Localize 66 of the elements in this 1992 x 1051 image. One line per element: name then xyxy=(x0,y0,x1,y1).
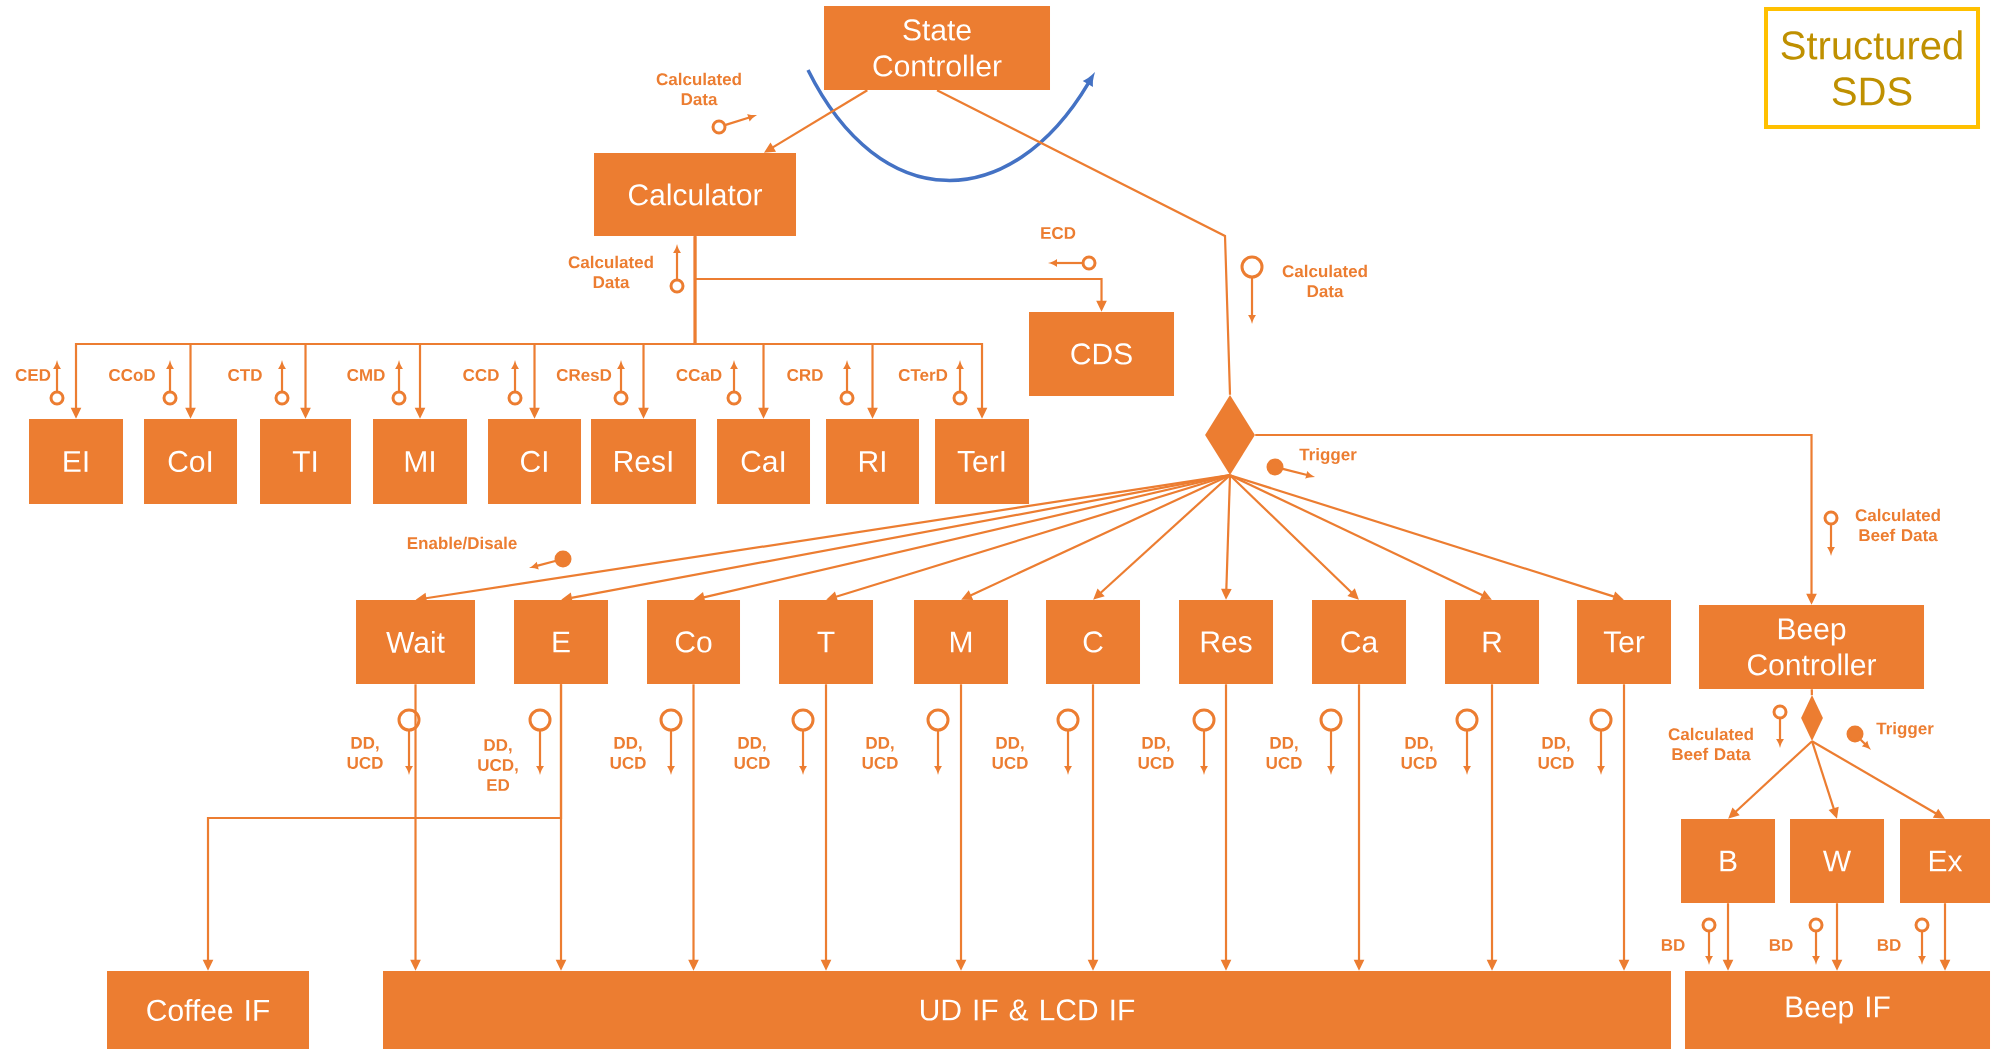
flow-label: BD xyxy=(1661,939,1685,951)
flow-label: DD, UCD xyxy=(1401,737,1437,769)
flow-label: CRD xyxy=(787,369,823,381)
flow-label: CMD xyxy=(347,369,385,381)
title-box: Structured SDS xyxy=(1764,7,1980,129)
process-box: CoI xyxy=(144,419,237,504)
junction-diamond xyxy=(1801,695,1823,741)
process-box: Beep Controller xyxy=(1699,605,1924,689)
flow-label: CCoD xyxy=(109,369,155,381)
flow-label: Trigger xyxy=(1299,448,1357,464)
flow-label: DD, UCD xyxy=(1266,737,1302,769)
process-box: T xyxy=(779,600,873,684)
flow-label: CTerD xyxy=(898,369,948,381)
process-box: Ex xyxy=(1900,819,1990,903)
flow-label: Calculated Data xyxy=(1282,264,1367,298)
process-box: TerI xyxy=(935,419,1029,504)
process-box: CDS xyxy=(1029,312,1174,396)
flow-label: Trigger xyxy=(1876,722,1934,738)
flow-label: DD, UCD xyxy=(1138,737,1174,769)
process-box: TI xyxy=(260,419,351,504)
process-box: Co xyxy=(647,600,740,684)
arrow xyxy=(1229,474,1359,600)
flow-label: Calculated Data xyxy=(568,255,653,289)
process-box: M xyxy=(914,600,1008,684)
flow-label: Calculated Beef Data xyxy=(1668,727,1753,761)
process-box: W xyxy=(1790,819,1884,903)
process-box: CI xyxy=(488,419,581,504)
flow-label: DD, UCD xyxy=(610,737,646,769)
process-box: Coffee IF xyxy=(107,971,309,1049)
flow-label: CED xyxy=(15,369,51,381)
junction-diamond xyxy=(1205,395,1255,475)
flow-label: DD, UCD xyxy=(1538,737,1574,769)
flow-label: Calculated Data xyxy=(656,72,741,106)
flow-label: CCaD xyxy=(676,369,722,381)
flow-label: DD, UCD xyxy=(992,737,1028,769)
flow-label: CCD xyxy=(463,369,499,381)
process-box: MI xyxy=(373,419,467,504)
process-box: RI xyxy=(826,419,919,504)
flow-label: CTD xyxy=(228,369,262,381)
flow-label: Calculated Beef Data xyxy=(1855,508,1940,542)
process-box: B xyxy=(1681,819,1775,903)
flow-label: ECD xyxy=(1041,227,1076,239)
flow-label: BD xyxy=(1877,939,1901,951)
arrow xyxy=(1093,474,1231,600)
flow-label: DD, UCD xyxy=(734,737,770,769)
process-box: CaI xyxy=(717,419,810,504)
process-box: Wait xyxy=(356,600,475,684)
flow-label: CResD xyxy=(556,369,612,381)
process-box: Ca xyxy=(1312,600,1406,684)
process-box: Beep IF xyxy=(1685,971,1990,1049)
process-box: ResI xyxy=(591,419,696,504)
flow-label: DD, UCD xyxy=(347,737,383,769)
arrow xyxy=(1728,740,1813,819)
process-box: Ter xyxy=(1577,600,1671,684)
process-box: Res xyxy=(1179,600,1273,684)
process-box: E xyxy=(514,600,608,684)
flow-label: DD, UCD, ED xyxy=(478,739,518,791)
flow-label: DD, UCD xyxy=(862,737,898,769)
process-box: EI xyxy=(29,419,123,504)
process-box: State Controller xyxy=(824,6,1050,90)
flow-label: BD xyxy=(1769,939,1793,951)
process-box: Calculator xyxy=(594,153,796,236)
process-box: R xyxy=(1445,600,1539,684)
process-box: UD IF & LCD IF xyxy=(383,971,1671,1049)
process-box: C xyxy=(1046,600,1140,684)
flow-label: Enable/Disale xyxy=(407,536,517,550)
